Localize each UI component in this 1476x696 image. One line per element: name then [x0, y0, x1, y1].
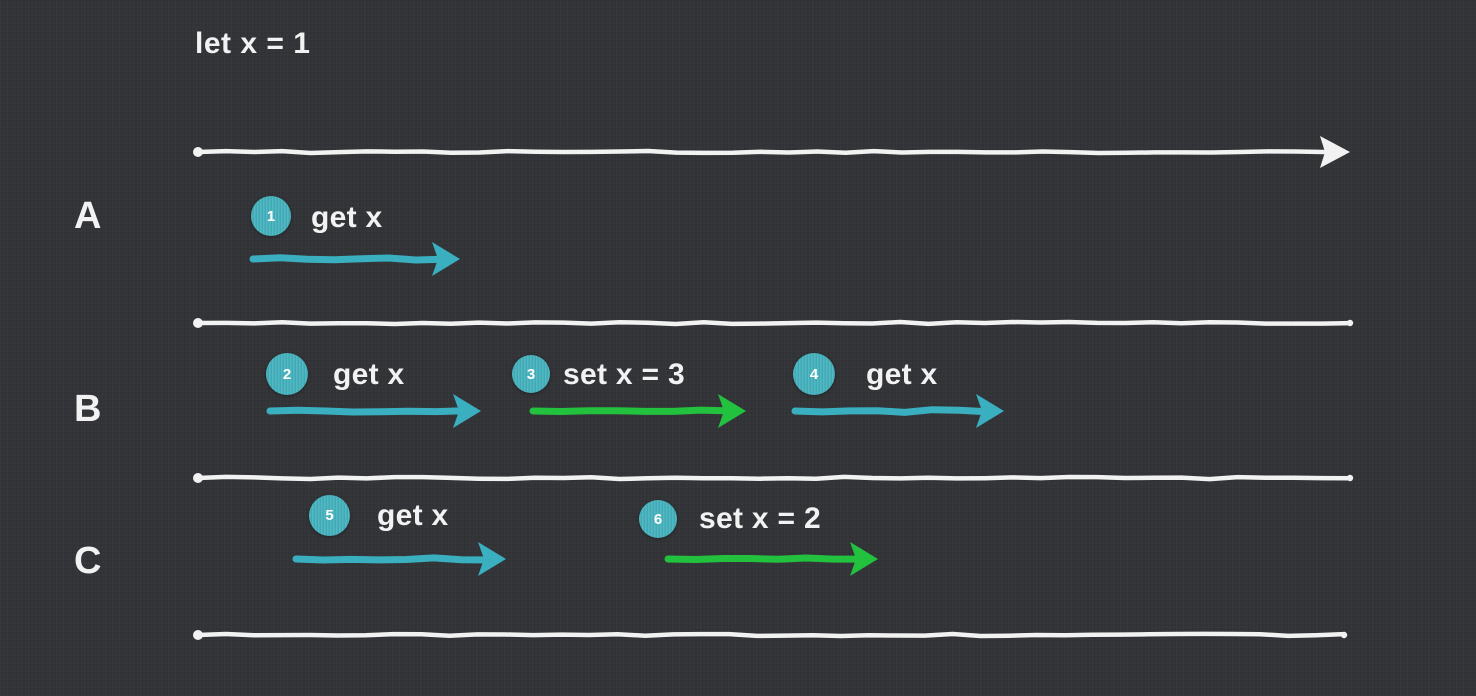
timeline-start-dot	[193, 147, 203, 157]
separator-c-bottom	[193, 630, 1348, 640]
timeline-arrowhead	[1320, 136, 1350, 168]
operation-label-4: get x	[866, 358, 938, 391]
row-label-b: B	[74, 388, 102, 430]
operation-arrow-1	[249, 242, 460, 276]
timeline-start-dot	[193, 630, 203, 640]
timeline-end-dot	[1346, 474, 1354, 482]
operation-label-6: set x = 2	[699, 502, 821, 535]
timeline-start-dot	[193, 473, 203, 483]
row-label-c: C	[74, 540, 102, 582]
step-badge-4[interactable]: 4	[793, 353, 835, 395]
step-badge-5[interactable]: 5	[309, 495, 350, 536]
operation-arrow-5	[292, 542, 506, 576]
operation-arrow-2	[266, 394, 481, 428]
operation-arrow-4	[791, 394, 1004, 428]
timeline-start-dot	[193, 318, 203, 328]
separator-a-b	[193, 318, 1354, 328]
operation-arrow-3	[529, 394, 746, 428]
operation-label-2: get x	[333, 358, 405, 391]
global-timeline	[193, 136, 1350, 168]
operation-label-3: set x = 3	[563, 358, 685, 391]
operation-label-5: get x	[377, 499, 449, 532]
step-badge-3[interactable]: 3	[512, 355, 550, 393]
separator-b-c	[193, 473, 1354, 483]
timeline-end-dot	[1340, 631, 1348, 639]
timeline-end-dot	[1346, 319, 1354, 327]
step-badge-6[interactable]: 6	[639, 500, 677, 538]
operation-arrow-6	[664, 542, 878, 576]
step-badge-1[interactable]: 1	[251, 196, 291, 236]
operation-label-1: get x	[311, 201, 383, 234]
page-title: let x = 1	[195, 27, 311, 60]
row-label-a: A	[74, 195, 102, 237]
step-badge-2[interactable]: 2	[266, 353, 308, 395]
